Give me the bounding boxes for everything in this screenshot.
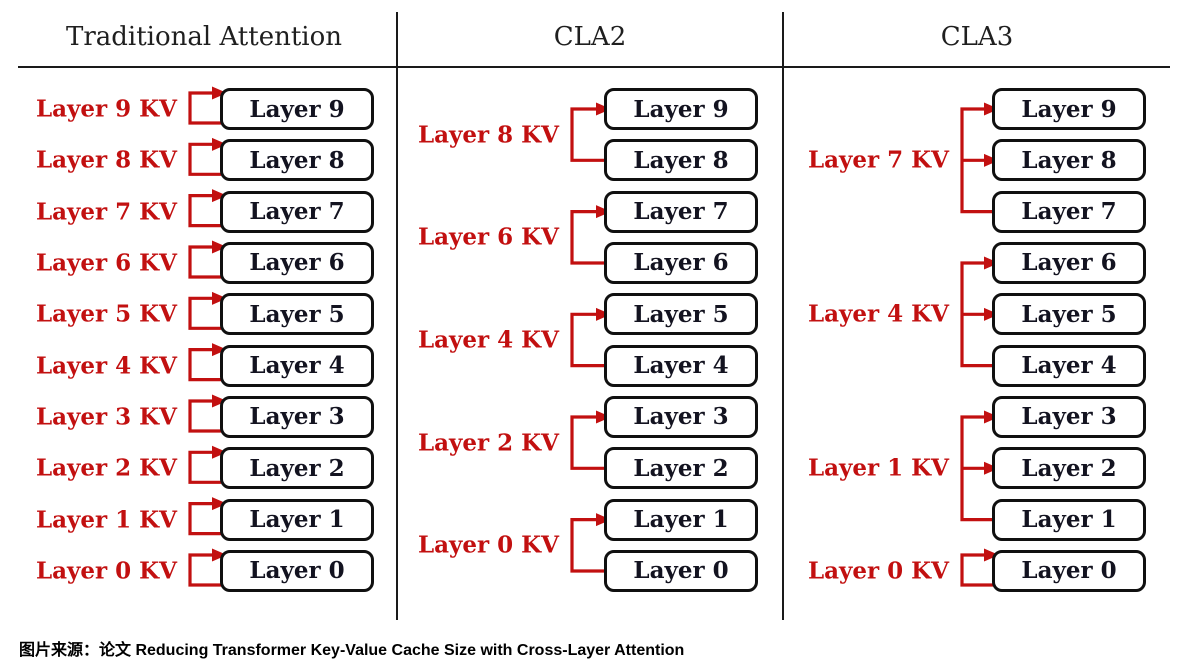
layer-box: Layer 5	[604, 293, 758, 336]
layer-box-label: Layer 5	[1021, 300, 1117, 328]
header-underline	[18, 66, 1170, 68]
layer-box-label: Layer 7	[249, 198, 345, 226]
layer-box-label: Layer 5	[633, 300, 729, 328]
kv-cache-label: Layer 4 KV	[35, 352, 177, 380]
layer-box: Layer 6	[992, 241, 1146, 284]
kv-cache-label: Layer 3 KV	[35, 403, 177, 431]
layer-box-label: Layer 4	[249, 352, 345, 380]
layer-box-label: Layer 6	[633, 249, 729, 277]
layer-box-label: Layer 8	[249, 146, 345, 174]
layer-box-label: Layer 5	[249, 300, 345, 328]
kv-cache-label: Layer 1 KV	[807, 454, 949, 482]
kv-cache-label: Layer 7 KV	[35, 198, 177, 226]
layer-box: Layer 2	[220, 447, 374, 490]
layer-box: Layer 7	[992, 190, 1146, 233]
layer-box-label: Layer 0	[633, 557, 729, 585]
layer-box-label: Layer 0	[1021, 557, 1117, 585]
layer-box-label: Layer 9	[633, 95, 729, 123]
kv-cache-label: Layer 5 KV	[35, 300, 177, 328]
layer-box-label: Layer 9	[249, 95, 345, 123]
layer-box: Layer 7	[604, 190, 758, 233]
layer-box: Layer 4	[220, 344, 374, 387]
kv-cache-label: Layer 0 KV	[35, 557, 177, 585]
layer-box-label: Layer 8	[633, 146, 729, 174]
layer-box-label: Layer 3	[633, 403, 729, 431]
layer-box-label: Layer 6	[249, 249, 345, 277]
kv-cache-label: Layer 0 KV	[807, 557, 949, 585]
kv-cache-label: Layer 6 KV	[35, 249, 177, 277]
layer-box: Layer 2	[992, 447, 1146, 490]
layer-box: Layer 9	[992, 88, 1146, 130]
layer-box-label: Layer 7	[1021, 198, 1117, 226]
column-header-cla2: CLA2	[553, 22, 627, 52]
layer-box: Layer 7	[220, 190, 374, 233]
layer-box: Layer 8	[220, 139, 374, 182]
kv-cache-label: Layer 8 KV	[417, 121, 559, 149]
layer-box-label: Layer 2	[249, 454, 345, 482]
layer-box: Layer 8	[604, 139, 758, 182]
layer-box: Layer 5	[992, 293, 1146, 336]
kv-cache-label: Layer 6 KV	[417, 223, 559, 251]
column-header-traditional: Traditional Attention	[66, 22, 342, 52]
kv-cache-label: Layer 4 KV	[807, 300, 949, 328]
kv-cache-label: Layer 1 KV	[35, 506, 177, 534]
kv-cache-label: Layer 7 KV	[807, 146, 949, 174]
layer-box: Layer 9	[604, 88, 758, 130]
kv-cache-label: Layer 2 KV	[417, 429, 559, 457]
layer-box-label: Layer 1	[1021, 506, 1117, 534]
layer-box-label: Layer 4	[1021, 352, 1117, 380]
layer-box-label: Layer 2	[1021, 454, 1117, 482]
kv-cache-label: Layer 0 KV	[417, 531, 559, 559]
kv-cache-label: Layer 2 KV	[35, 454, 177, 482]
layer-box: Layer 4	[992, 344, 1146, 387]
kv-cache-label: Layer 4 KV	[417, 326, 559, 354]
layer-box: Layer 0	[220, 549, 374, 592]
layer-box: Layer 4	[604, 344, 758, 387]
layer-box-label: Layer 9	[1021, 95, 1117, 123]
layer-box: Layer 8	[992, 139, 1146, 182]
layer-box-label: Layer 3	[1021, 403, 1117, 431]
column-header-cla3: CLA3	[940, 22, 1014, 52]
layer-box: Layer 3	[220, 395, 374, 438]
layer-box: Layer 6	[220, 241, 374, 284]
layer-box-label: Layer 1	[633, 506, 729, 534]
layer-box: Layer 1	[604, 498, 758, 541]
layer-box-label: Layer 0	[249, 557, 345, 585]
layer-box: Layer 1	[992, 498, 1146, 541]
image-source-caption: 图片来源：论文 Reducing Transformer Key-Value C…	[19, 642, 685, 659]
column-divider-2	[782, 12, 784, 620]
layer-box: Layer 3	[604, 395, 758, 438]
layer-box-label: Layer 2	[633, 454, 729, 482]
layer-box: Layer 6	[604, 241, 758, 284]
layer-box-label: Layer 3	[249, 403, 345, 431]
layer-box: Layer 0	[992, 549, 1146, 592]
layer-box-label: Layer 1	[249, 506, 345, 534]
layer-box: Layer 1	[220, 498, 374, 541]
layer-box-label: Layer 6	[1021, 249, 1117, 277]
layer-box: Layer 9	[220, 88, 374, 130]
layer-box: Layer 2	[604, 447, 758, 490]
layer-box: Layer 5	[220, 293, 374, 336]
layer-box: Layer 0	[604, 549, 758, 592]
kv-cache-label: Layer 9 KV	[35, 95, 177, 123]
kv-cache-label: Layer 8 KV	[35, 146, 177, 174]
layer-box-label: Layer 4	[633, 352, 729, 380]
layer-box-label: Layer 8	[1021, 146, 1117, 174]
layer-box-label: Layer 7	[633, 198, 729, 226]
layer-box: Layer 3	[992, 395, 1146, 438]
column-divider-1	[396, 12, 398, 620]
